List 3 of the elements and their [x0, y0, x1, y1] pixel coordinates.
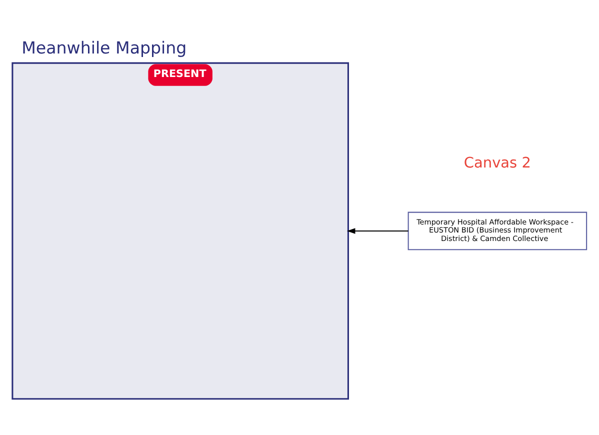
diagram-title: Meanwhile Mapping [22, 38, 187, 58]
arrow [346, 228, 408, 234]
label: Canvas 2 [464, 155, 531, 172]
